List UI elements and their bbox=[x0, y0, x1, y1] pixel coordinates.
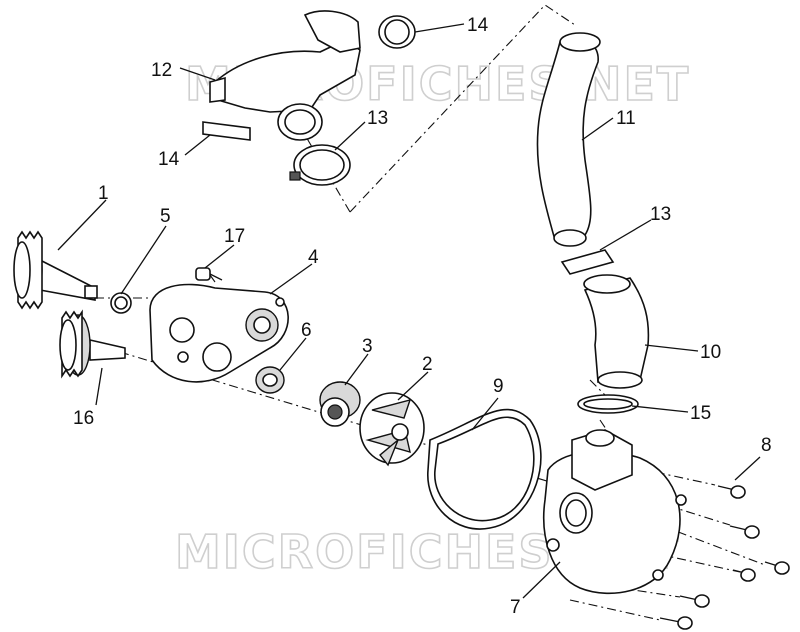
bolt-3 bbox=[764, 561, 790, 575]
callout-7: 7 bbox=[510, 597, 521, 618]
bolt-1 bbox=[717, 485, 746, 499]
pump-body bbox=[542, 429, 687, 595]
callout-9: 9 bbox=[493, 376, 504, 397]
callout-13-top: 13 bbox=[367, 108, 388, 129]
drive-gear-shaft bbox=[13, 230, 98, 310]
callout-16: 16 bbox=[73, 408, 94, 429]
callout-8: 8 bbox=[761, 435, 772, 456]
hose-clamp-13-top bbox=[289, 144, 351, 186]
pump-cover bbox=[149, 283, 289, 383]
hose-clamp-13-right bbox=[560, 249, 615, 275]
callout-14-left: 14 bbox=[158, 149, 180, 170]
hose-clamp-15 bbox=[577, 394, 639, 414]
bolt-4 bbox=[732, 568, 756, 582]
callout-2: 2 bbox=[422, 354, 433, 375]
bolt-5 bbox=[679, 594, 710, 608]
bolt-6 bbox=[659, 616, 693, 630]
oil-seal bbox=[255, 366, 285, 394]
hose-clamp-top bbox=[378, 15, 416, 49]
callout-13-right: 13 bbox=[650, 204, 671, 225]
callout-12: 12 bbox=[151, 60, 172, 81]
impeller bbox=[359, 392, 425, 467]
o-ring bbox=[110, 292, 132, 314]
bolts bbox=[659, 485, 790, 630]
callout-11: 11 bbox=[616, 108, 636, 129]
small-screw bbox=[195, 267, 223, 281]
bolt-2 bbox=[729, 525, 760, 539]
coolant-hose-long bbox=[536, 32, 601, 247]
callout-5: 5 bbox=[160, 206, 171, 227]
thermostat-housing bbox=[209, 10, 361, 141]
callout-15: 15 bbox=[690, 403, 711, 424]
leader-lines bbox=[57, 23, 761, 599]
callout-1: 1 bbox=[98, 183, 109, 204]
mechanical-seal bbox=[319, 381, 361, 427]
coolant-hose-short bbox=[583, 274, 650, 389]
callout-14-top: 14 bbox=[467, 15, 489, 36]
callout-17: 17 bbox=[224, 226, 245, 247]
intermediate-gear-shaft bbox=[59, 309, 126, 379]
callout-3: 3 bbox=[362, 336, 373, 357]
callout-4: 4 bbox=[308, 247, 319, 268]
callout-6: 6 bbox=[301, 320, 312, 341]
gasket bbox=[427, 408, 542, 530]
callout-10: 10 bbox=[700, 342, 721, 363]
hose-clamp-left bbox=[202, 121, 251, 141]
callout-labels: 1 2 3 4 5 6 7 8 9 10 11 12 13 13 14 14 1… bbox=[73, 15, 772, 618]
